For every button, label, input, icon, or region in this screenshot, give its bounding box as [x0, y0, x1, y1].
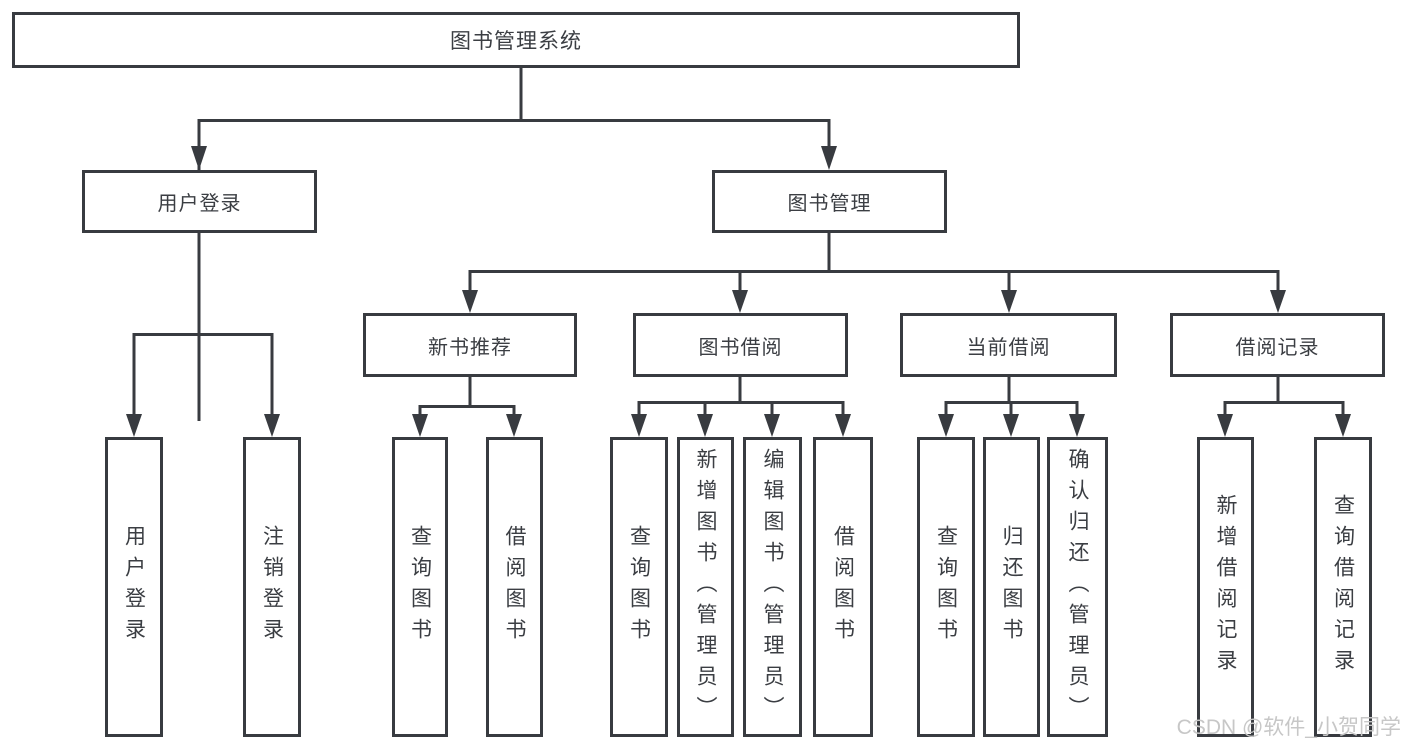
leaf-records-add-record-label: 新增借阅记录 [1214, 494, 1237, 680]
leaf-borrowing-edit-book: 编辑图书（管理员） [743, 437, 802, 737]
leaf-recommend-query-book: 查询图书 [392, 437, 448, 737]
leaf-current-query-book: 查询图书 [917, 437, 975, 737]
leaf-current-return-book-label: 归还图书 [1000, 525, 1023, 649]
leaf-borrowing-add-book: 新增图书（管理员） [677, 437, 734, 737]
leaf-borrowing-borrow-book: 借阅图书 [813, 437, 873, 737]
leaf-recommend-query-book-label: 查询图书 [408, 525, 432, 649]
leaf-recommend-borrow-book: 借阅图书 [486, 437, 543, 737]
node-book-management: 图书管理 [712, 170, 947, 233]
node-user-login-label: 用户登录 [157, 193, 242, 215]
leaf-current-confirm-return: 确认归还（管理员） [1047, 437, 1108, 737]
leaf-current-confirm-return-label: 确认归还（管理员） [1066, 447, 1089, 727]
node-book-borrowing: 图书借阅 [633, 313, 848, 377]
node-book-management-label: 图书管理 [787, 193, 872, 215]
node-new-book-recommend: 新书推荐 [363, 313, 577, 377]
leaf-current-return-book: 归还图书 [983, 437, 1040, 737]
leaf-borrowing-edit-book-label: 编辑图书（管理员） [761, 447, 784, 727]
node-root-label: 图书管理系统 [450, 30, 582, 53]
arrowheads [126, 146, 1351, 437]
node-borrowing-records-label: 借阅记录 [1235, 336, 1320, 359]
leaf-user-login-label: 用户登录 [122, 525, 146, 649]
leaf-user-login: 用户登录 [105, 437, 163, 737]
leaf-records-query-record: 查询借阅记录 [1314, 437, 1372, 737]
node-new-book-recommend-label: 新书推荐 [428, 336, 512, 359]
node-borrowing-records: 借阅记录 [1170, 313, 1385, 377]
leaf-records-add-record: 新增借阅记录 [1197, 437, 1254, 737]
leaf-borrowing-query-book: 查询图书 [610, 437, 668, 737]
connector-paths [132, 68, 1345, 421]
leaf-borrowing-add-book-label: 新增图书（管理员） [694, 447, 717, 727]
leaf-logout: 注销登录 [243, 437, 301, 737]
leaf-borrowing-query-book-label: 查询图书 [627, 525, 651, 649]
leaf-logout-label: 注销登录 [260, 525, 284, 649]
node-user-login: 用户登录 [82, 170, 317, 233]
leaf-borrowing-borrow-book-label: 借阅图书 [831, 525, 855, 649]
leaf-recommend-borrow-book-label: 借阅图书 [503, 525, 526, 649]
node-current-borrowing: 当前借阅 [900, 313, 1117, 377]
node-book-borrowing-label: 图书借阅 [698, 336, 783, 359]
node-root: 图书管理系统 [12, 12, 1020, 68]
leaf-records-query-record-label: 查询借阅记录 [1331, 494, 1355, 680]
leaf-current-query-book-label: 查询图书 [934, 525, 958, 649]
csdn-watermark: CSDN @软件_小贺同学 [1176, 716, 1401, 739]
node-current-borrowing-label: 当前借阅 [966, 336, 1051, 359]
